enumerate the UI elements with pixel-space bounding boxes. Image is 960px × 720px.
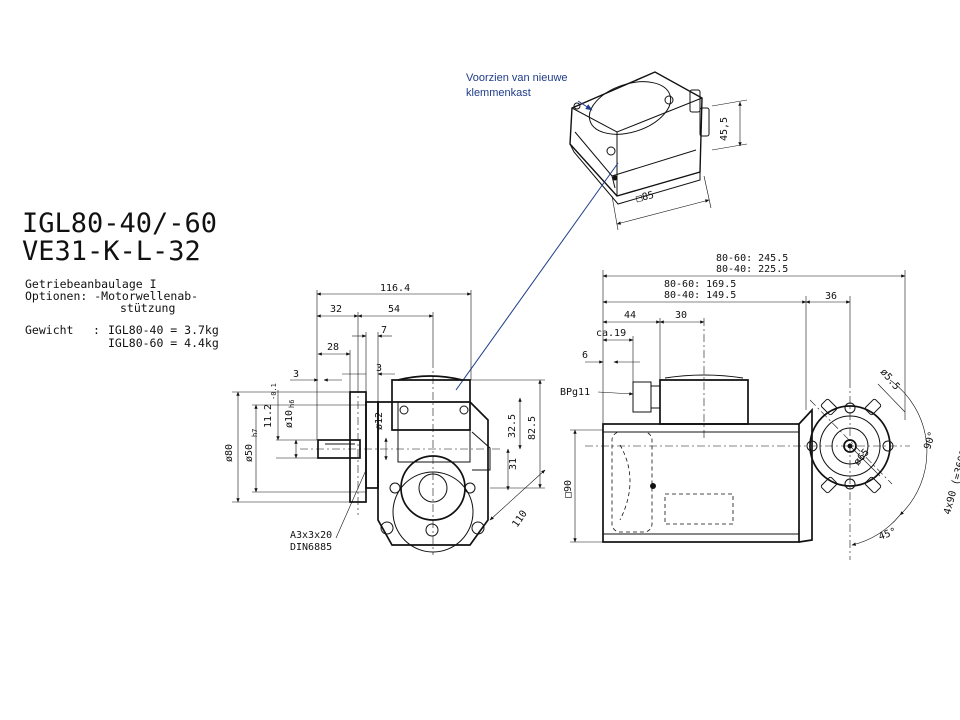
- dim-11-2-tol: -0.1: [270, 383, 278, 400]
- info-line3: stützung: [120, 301, 175, 315]
- weight-separator: :: [93, 323, 100, 337]
- side-view: 80-60: 245.5 80-40: 225.5 80-60: 169.5 8…: [560, 253, 960, 560]
- info-line2: Optionen: -Motorwellenab-: [25, 289, 198, 303]
- terminal-box-illustration: 45,5 □85: [569, 71, 748, 231]
- dim-110: 110: [510, 509, 529, 530]
- annotation-pointer: [577, 100, 593, 111]
- dim-7: 7: [381, 325, 387, 336]
- dim-square-90: □90: [563, 480, 574, 498]
- key-note-line2: DIN6885: [290, 542, 332, 553]
- dim-4x90: 4x90 (=360°): [942, 443, 960, 516]
- dim-36: 36: [825, 291, 837, 302]
- dim-d80: ø80: [224, 444, 235, 462]
- drawing-title-line2: VE31-K-L-32: [22, 236, 201, 267]
- dim-3b: 3: [376, 363, 382, 374]
- gland-label: BPg11: [560, 387, 590, 398]
- dim-30: 30: [675, 310, 687, 321]
- dim-31: 31: [508, 458, 519, 470]
- dim-11-2: 11.2: [263, 404, 274, 428]
- mid-80-40: 80-40: 149.5: [664, 290, 736, 301]
- weight-value-2: IGL80-60 = 4.4kg: [108, 336, 219, 350]
- dim-d5-5: ø5.5: [878, 367, 902, 393]
- dim-44: 44: [624, 310, 636, 321]
- mid-80-60: 80-60: 169.5: [664, 279, 736, 290]
- annotation-leader-line: [455, 162, 619, 391]
- title-block: IGL80-40/-60 VE31-K-L-32 Getriebeanbaula…: [22, 208, 219, 350]
- weight-value-1: IGL80-40 = 3.7kg: [108, 323, 219, 337]
- dim-82-5: 82.5: [527, 416, 538, 440]
- key-note-line1: A3x3x20: [290, 530, 332, 541]
- dim-d10-tol: h6: [288, 400, 296, 408]
- annotation-line1: Voorzien van nieuwe: [466, 72, 568, 84]
- dim-116-4: 116.4: [380, 283, 410, 294]
- dim-54: 54: [388, 304, 400, 315]
- dim-28: 28: [327, 342, 339, 353]
- weight-label: Gewicht: [25, 323, 73, 337]
- dim-45-deg: 45°: [877, 526, 898, 543]
- annotation-dim-height: 45,5: [719, 117, 730, 141]
- annotation-line2: klemmenkast: [466, 87, 531, 99]
- info-line1: Getriebeanbaulage I: [25, 277, 157, 291]
- dim-d50-tol: h7: [251, 429, 259, 437]
- drawing-title-line1: IGL80-40/-60: [22, 208, 217, 239]
- length-80-40: 80-40: 225.5: [716, 264, 788, 275]
- dim-d10: ø10: [284, 410, 295, 428]
- dim-90-deg: 90°: [922, 430, 938, 451]
- annotation-dim-square: □85: [635, 190, 655, 205]
- dim-3a: 3: [293, 369, 299, 380]
- dim-32: 32: [330, 304, 342, 315]
- front-view: 116.4 32 54 7 28 3 3 ø80 ø50 h7: [224, 283, 546, 555]
- dim-6: 6: [582, 350, 588, 361]
- dim-32-5: 32.5: [507, 414, 518, 438]
- annotation: Voorzien van nieuwe klemmenkast: [455, 72, 619, 391]
- dim-d12: ø12: [374, 412, 385, 430]
- length-80-60: 80-60: 245.5: [716, 253, 788, 264]
- dim-d50: ø50: [244, 444, 255, 462]
- dim-ca19: ca.19: [596, 328, 626, 339]
